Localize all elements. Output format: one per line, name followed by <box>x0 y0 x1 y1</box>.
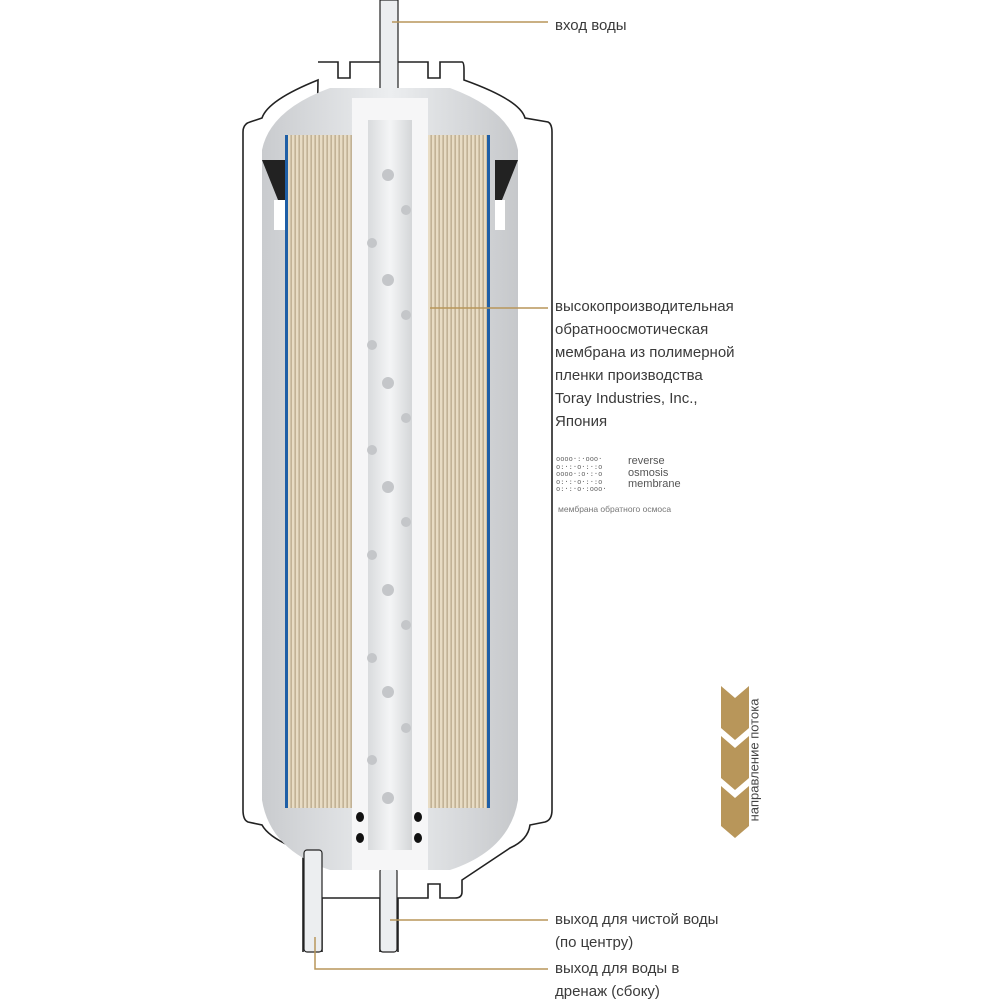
flow-direction-arrow <box>721 686 749 838</box>
label-membrane-line: обратноосмотическая <box>555 321 709 338</box>
logo-word: reverse <box>628 455 665 467</box>
label-drain-outlet: выход для воды в дренаж (сбоку) <box>555 957 679 1003</box>
label-drain-line: дренаж (сбоку) <box>555 983 660 1000</box>
label-drain-line: выход для воды в <box>555 960 680 977</box>
blue-layer-left <box>285 135 288 808</box>
inlet-pipe <box>379 0 399 93</box>
label-membrane-line: пленки производства <box>555 367 703 384</box>
label-membrane-line: высокопроизводительная <box>555 298 734 315</box>
o-rings <box>356 812 422 843</box>
leader-drain <box>314 937 548 970</box>
logo-words: reverse osmosis membrane <box>628 455 681 491</box>
label-clean-outlet: выход для чистой воды (по центру) <box>555 908 718 954</box>
label-membrane-line: Япония <box>555 413 608 430</box>
label-membrane: высокопроизводительная обратноосмотическ… <box>555 295 735 433</box>
label-clean-line: выход для чистой воды <box>555 911 719 928</box>
logo-word: membrane <box>628 478 681 490</box>
label-inlet: вход воды <box>555 17 627 34</box>
seal-right <box>495 160 518 200</box>
clean-outlet-pipe <box>379 867 398 953</box>
logo-subtitle: мембрана обратного осмоса <box>558 504 672 514</box>
label-membrane-line: Toray Industries, Inc., <box>555 390 698 407</box>
tube-holes <box>367 169 411 804</box>
blue-layer-right <box>487 135 490 808</box>
seal-left <box>262 160 285 200</box>
housing-outline <box>242 61 553 953</box>
flow-direction-label: направление потока <box>746 698 762 822</box>
logo-word: osmosis <box>628 466 669 479</box>
label-clean-line: (по центру) <box>555 934 634 951</box>
label-membrane-line: мембрана из полимерной <box>555 344 735 361</box>
drain-pipe <box>303 849 323 953</box>
membrane-left <box>286 135 362 808</box>
membrane-right <box>418 135 490 808</box>
